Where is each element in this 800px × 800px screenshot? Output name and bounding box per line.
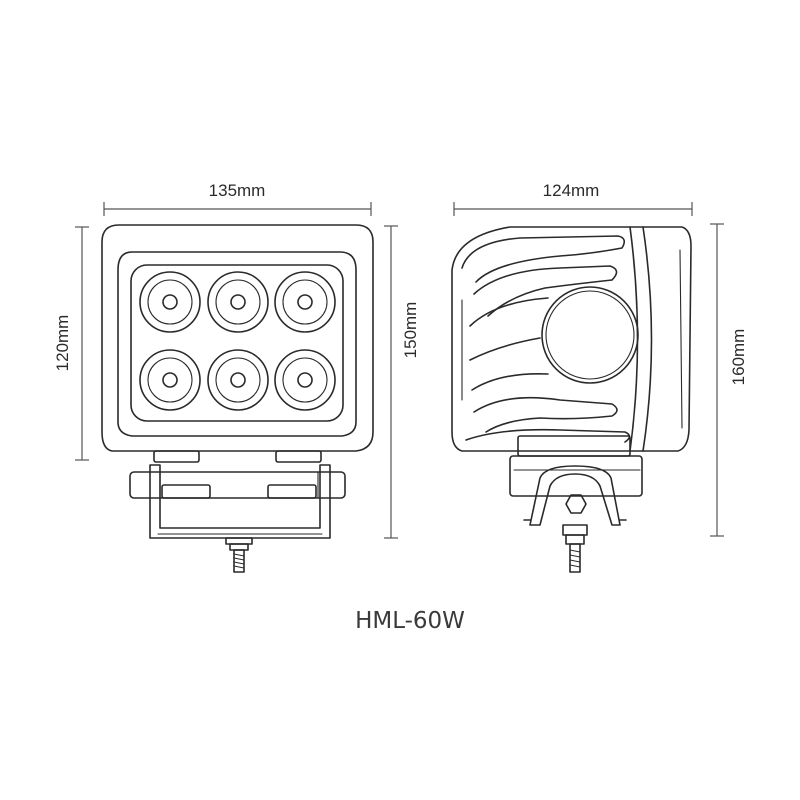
- model-label: HML-60W: [355, 608, 465, 634]
- front-total-height-dimension: [384, 225, 398, 539]
- front-housing: [101, 224, 374, 452]
- lens-window: [130, 264, 344, 422]
- front-bezel: [117, 251, 357, 437]
- front-total-height-label: 150mm: [401, 302, 420, 359]
- side-view: 124mm 160mm: [451, 181, 748, 573]
- hex-nut-icon: [565, 494, 587, 514]
- led-reflector: [207, 349, 269, 411]
- side-depth-label: 124mm: [543, 181, 600, 200]
- front-mount-bracket: [129, 450, 346, 551]
- front-bolt: [233, 549, 245, 573]
- cooling-fins: [461, 235, 631, 443]
- side-height-label: 160mm: [729, 329, 748, 386]
- side-depth-dimension: [453, 202, 693, 216]
- side-knob: [541, 286, 639, 384]
- led-array: [139, 271, 336, 411]
- led-reflector: [139, 271, 201, 333]
- led-reflector: [274, 271, 336, 333]
- side-height-dimension: [710, 223, 724, 537]
- side-housing: [451, 226, 692, 452]
- side-bolt: [569, 543, 581, 573]
- front-width-dimension: [103, 202, 372, 216]
- front-width-label: 135mm: [209, 181, 266, 200]
- side-mount-bracket: [509, 435, 643, 545]
- led-reflector: [274, 349, 336, 411]
- front-view: 135mm 120mm 150mm: [53, 181, 420, 573]
- front-height-label: 120mm: [53, 315, 72, 372]
- front-height-dimension: [75, 226, 89, 461]
- led-reflector: [207, 271, 269, 333]
- led-reflector: [139, 349, 201, 411]
